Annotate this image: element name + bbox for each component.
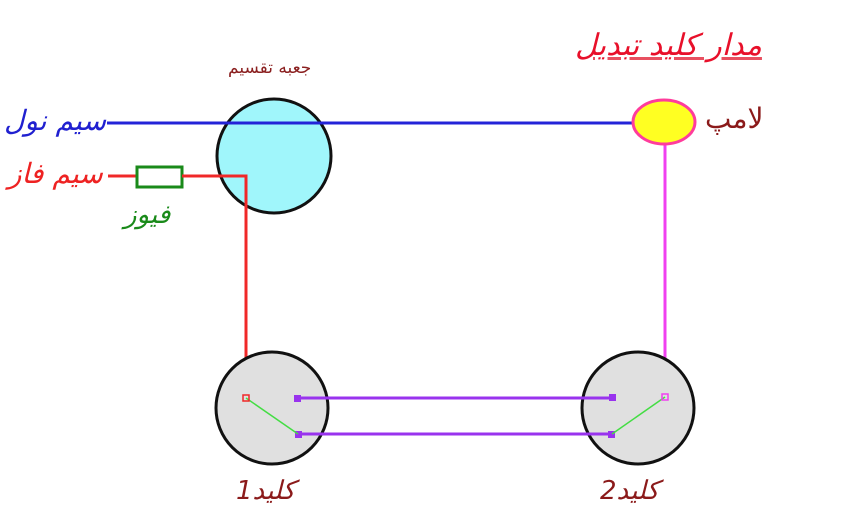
switch1-label: کلید1 bbox=[236, 476, 296, 506]
switch2-label: کلید2 bbox=[600, 476, 660, 506]
neutral-wire-label: سیم نول bbox=[4, 104, 107, 137]
phase-wire-label: سیم فاز bbox=[8, 157, 103, 190]
lamp bbox=[631, 98, 697, 146]
switch1-contact bbox=[245, 397, 299, 435]
switch2-contact bbox=[611, 396, 666, 435]
switch1 bbox=[214, 350, 330, 466]
terminal bbox=[608, 431, 615, 438]
terminal bbox=[242, 394, 250, 402]
phase-wire-to-switch1 bbox=[182, 174, 248, 398]
diagram-title: مدار کلید تبدیل bbox=[575, 28, 762, 63]
fuse-label: فیوز bbox=[124, 200, 171, 230]
terminal bbox=[294, 395, 301, 402]
terminal bbox=[661, 393, 669, 401]
junction-box-label: جعبه تقسیم bbox=[228, 58, 312, 78]
switch2 bbox=[580, 350, 696, 466]
fuse-symbol bbox=[135, 165, 184, 189]
terminal bbox=[295, 431, 302, 438]
lamp-label: لامپ bbox=[705, 102, 764, 135]
terminal bbox=[609, 394, 616, 401]
junction-box bbox=[215, 97, 333, 215]
